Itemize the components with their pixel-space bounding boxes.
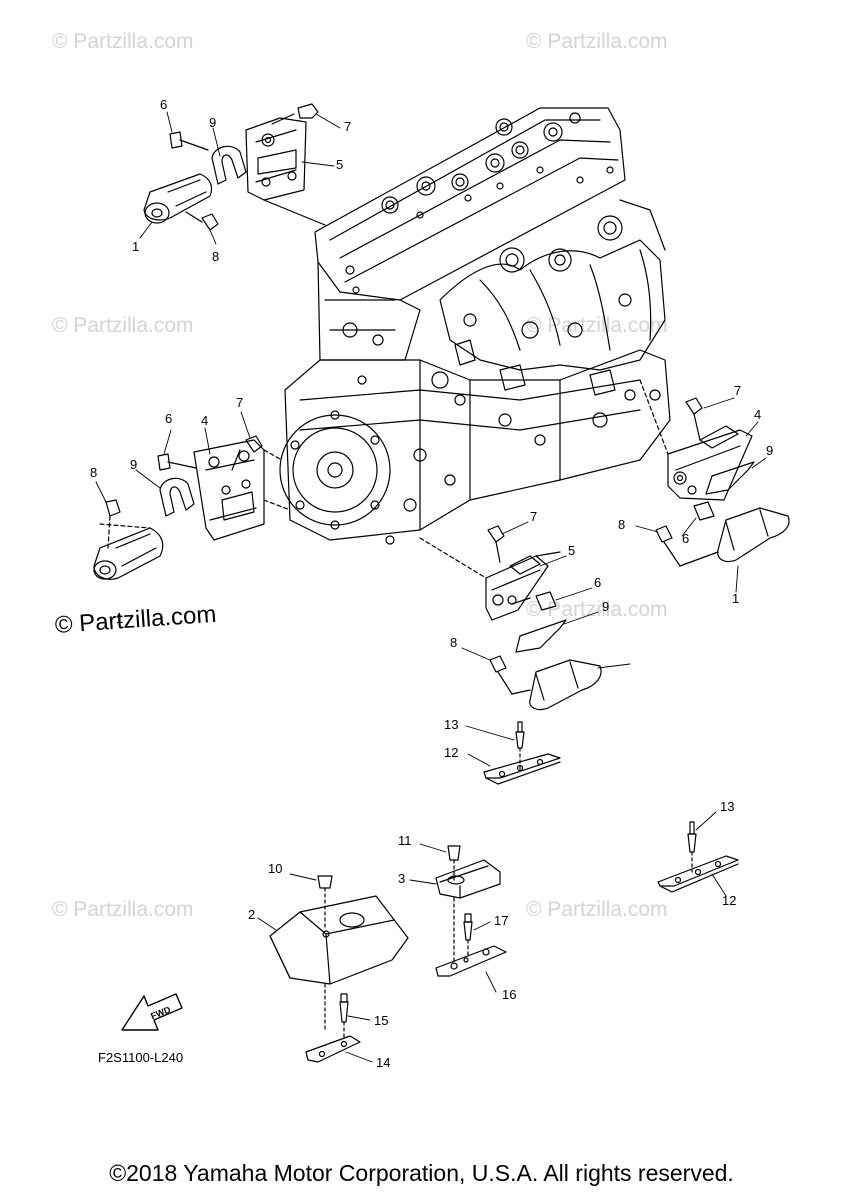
watermark: © Partzilla.com <box>526 314 668 337</box>
watermark: © Partzilla.com <box>526 898 668 921</box>
callout-1: 1 <box>732 591 740 606</box>
cover-assembly <box>269 875 409 1063</box>
callout-10: 10 <box>268 861 283 876</box>
callout-6: 6 <box>165 411 173 426</box>
callout-8: 8 <box>90 465 98 480</box>
callout-4: 4 <box>754 407 762 422</box>
fwd-arrow-icon <box>121 993 183 1031</box>
callout-13: 13 <box>720 799 735 814</box>
callout-6: 6 <box>594 575 602 590</box>
watermark: © Partzilla.com <box>52 314 194 337</box>
callout-9: 9 <box>209 115 217 130</box>
callout-7: 7 <box>734 383 742 398</box>
callout-12: 12 <box>444 745 459 760</box>
leader-lines <box>95 111 767 1063</box>
callout-8: 8 <box>212 249 220 264</box>
callout-1: 1 <box>132 239 140 254</box>
callout-3: 3 <box>398 871 406 886</box>
fwd-label: FWD <box>149 1004 172 1021</box>
callout-4: 4 <box>201 413 209 428</box>
callout-1: 1 <box>116 611 124 626</box>
callout-17: 17 <box>494 913 509 928</box>
callout-9: 9 <box>130 457 138 472</box>
watermark: © Partzilla.com <box>52 898 194 921</box>
callout-13: 13 <box>444 717 459 732</box>
watermark: © Partzilla.com <box>52 30 194 53</box>
copyright-notice: ©2018 Yamaha Motor Corporation, U.S.A. A… <box>109 1160 734 1186</box>
callout-6: 6 <box>682 531 690 546</box>
engine-block <box>279 107 671 545</box>
stopper-plate-right <box>657 821 739 893</box>
watermark: © Partzilla.com <box>526 30 668 53</box>
callout-5: 5 <box>336 157 344 172</box>
callout-11: 11 <box>398 833 412 848</box>
callout-12: 12 <box>722 893 737 908</box>
callout-9: 9 <box>602 599 610 614</box>
callout-5: 5 <box>568 543 576 558</box>
callout-14: 14 <box>376 1055 391 1070</box>
stopper-plate-center <box>483 721 561 785</box>
callout-7: 7 <box>236 395 244 410</box>
callout-6: 6 <box>160 97 168 112</box>
lower-center-mount <box>419 525 602 711</box>
right-mount <box>639 379 790 567</box>
left-mount <box>93 435 291 580</box>
callout-8: 8 <box>450 635 458 650</box>
callout-15: 15 <box>374 1013 389 1028</box>
callout-7: 7 <box>344 119 352 134</box>
callout-8: 8 <box>618 517 626 532</box>
stopper-assembly <box>435 845 507 977</box>
callout-7: 7 <box>530 509 538 524</box>
callout-16: 16 <box>502 987 517 1002</box>
upper-left-mount <box>143 103 326 231</box>
watermark: © Partzilla.com <box>526 598 668 621</box>
drawing-code: F2S1100-L240 <box>98 1050 184 1065</box>
callout-2: 2 <box>248 907 256 922</box>
callout-9: 9 <box>766 443 774 458</box>
